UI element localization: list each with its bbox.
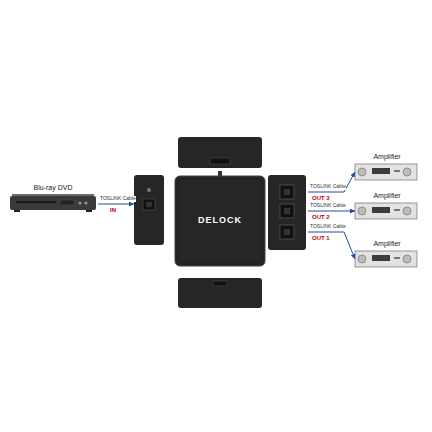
text-block: Amplifier — [355, 240, 419, 250]
amp-knob — [358, 207, 366, 215]
amp-knob — [403, 255, 411, 263]
text-block: Amplifier — [355, 192, 419, 202]
device-face — [179, 180, 261, 262]
player-display — [60, 200, 74, 205]
side-panel — [178, 278, 262, 308]
player-foot — [86, 210, 92, 212]
text-block: Amplifier — [355, 153, 419, 163]
device-top-view — [175, 171, 265, 266]
text-block: DELOCK — [175, 176, 265, 266]
side-panel — [134, 175, 164, 245]
toslink-port — [280, 185, 294, 199]
amplifier-icon — [355, 203, 417, 219]
player-foot — [14, 210, 20, 212]
amplifier-node: Amplifier — [355, 153, 419, 181]
bluray-player — [10, 194, 96, 212]
cable-arrow — [308, 232, 355, 259]
toslink-port — [280, 204, 294, 218]
status-led — [147, 188, 151, 192]
toslink-port — [280, 225, 294, 239]
amp-body — [355, 164, 417, 180]
device-housing — [175, 176, 265, 266]
left-side-view — [134, 175, 164, 245]
amp-button — [394, 257, 400, 259]
cable-arrow — [98, 204, 134, 205]
cable-label: TOSLINK Cable — [100, 196, 136, 202]
device-nub — [218, 171, 222, 176]
player-node: Blu-ray DVD — [8, 184, 98, 214]
amp-knob — [403, 168, 411, 176]
amp-button — [394, 170, 400, 172]
cable-label: TOSLINK Cable — [310, 184, 346, 190]
amp-body — [355, 251, 417, 267]
power-port — [213, 281, 227, 286]
device-label: Blu-ray DVD — [34, 184, 73, 192]
cable-arrow — [308, 211, 355, 212]
amp-display — [372, 255, 390, 261]
cable-label: TOSLINK Cable — [310, 203, 346, 209]
text-block: Blu-ray DVD — [8, 184, 98, 194]
amp-knob — [358, 168, 366, 176]
device-label: Amplifier — [373, 192, 400, 200]
player-body — [10, 196, 96, 210]
device-label: Amplifier — [373, 240, 400, 248]
port-label: OUT 2 — [312, 214, 330, 221]
cable-label: TOSLINK Cable — [310, 224, 346, 230]
disc-slot — [16, 201, 56, 203]
amp-body — [355, 203, 417, 219]
port-label: OUT 1 — [312, 235, 330, 242]
amplifier-node: Amplifier — [355, 192, 419, 220]
bottom-side-view — [178, 278, 262, 308]
right-side-view — [268, 175, 306, 250]
port-inner — [284, 208, 290, 214]
player-button — [79, 202, 82, 205]
amp-button — [394, 209, 400, 211]
port-inner — [284, 229, 290, 235]
amplifier-icon — [355, 164, 417, 180]
amplifier-node: Amplifier — [355, 240, 419, 268]
amp-knob — [403, 207, 411, 215]
toslink-port — [143, 199, 155, 210]
side-panel — [178, 137, 262, 168]
device-label: Amplifier — [373, 153, 400, 161]
splitter-node: DELOCK — [134, 135, 308, 311]
port-label: IN — [110, 207, 116, 214]
port-inner — [146, 202, 152, 207]
cable-arrow — [308, 172, 355, 192]
amp-display — [372, 207, 390, 213]
amp-display — [372, 168, 390, 174]
port-inner — [284, 189, 290, 195]
port — [210, 158, 230, 164]
top-side-view — [178, 137, 262, 168]
amplifier-icon — [355, 251, 417, 267]
amp-knob — [358, 255, 366, 263]
player-button — [85, 202, 88, 205]
brand-logo: DELOCK — [198, 216, 242, 226]
side-panel — [268, 175, 306, 250]
port-label: OUT 3 — [312, 195, 330, 202]
